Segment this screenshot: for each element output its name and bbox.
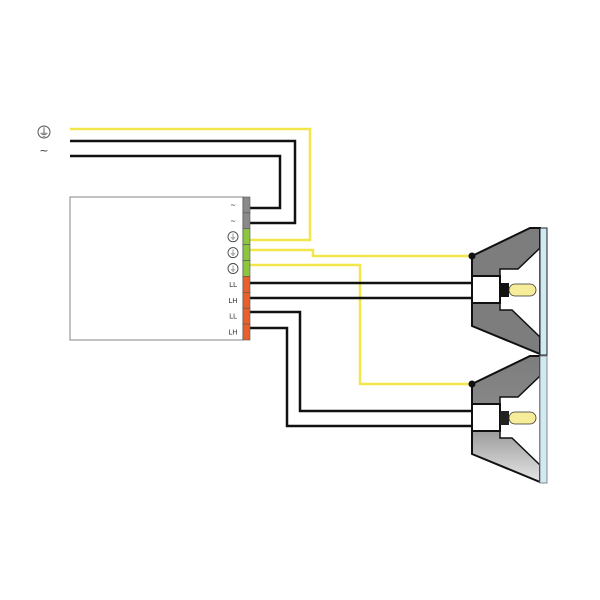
terminal-8 bbox=[242, 307, 251, 325]
terminal-label: ⏚ bbox=[230, 233, 237, 241]
bulb-icon bbox=[508, 283, 537, 297]
terminal-label: LL bbox=[229, 281, 237, 289]
glass-front bbox=[539, 355, 548, 484]
lamp-socket bbox=[471, 275, 501, 304]
bulb-base bbox=[500, 283, 509, 297]
lamp2-earth-wire bbox=[250, 263, 472, 386]
terminal-label: ⏚ bbox=[230, 249, 237, 257]
terminal-label: LL bbox=[229, 313, 237, 321]
mains-live-wire-1 bbox=[70, 139, 297, 225]
terminal-6 bbox=[242, 276, 251, 293]
lamp2-lh-wire bbox=[250, 326, 472, 428]
terminal-label: LH bbox=[228, 329, 237, 337]
terminal-label: ~ bbox=[230, 201, 236, 209]
bulb-base bbox=[500, 411, 509, 425]
mains-earth-label: ⏚ bbox=[39, 126, 50, 139]
terminal-label: LH bbox=[228, 297, 237, 305]
terminal-3 bbox=[242, 228, 251, 245]
earth-connection-dot bbox=[468, 252, 476, 260]
lamp-1 bbox=[468, 227, 548, 356]
lamp-2 bbox=[468, 355, 548, 484]
earth-icon: ⏚ bbox=[37, 125, 51, 139]
terminal-label: ⏚ bbox=[230, 265, 237, 273]
earth-connection-dot bbox=[468, 380, 476, 388]
terminal-9 bbox=[242, 323, 251, 341]
terminal-label: ~ bbox=[230, 217, 236, 225]
earth-icon bbox=[227, 231, 239, 243]
mains-phase-label: ~ bbox=[39, 144, 48, 157]
lamp-socket bbox=[471, 403, 501, 432]
terminal-2 bbox=[242, 212, 251, 230]
terminal-4 bbox=[242, 244, 251, 261]
terminal-7 bbox=[242, 292, 251, 309]
bulb-icon bbox=[508, 411, 537, 425]
terminal-strip: ~ ~ ⏚ ⏚ ⏚ LL LH LL LH bbox=[227, 196, 251, 341]
glass-front bbox=[539, 227, 548, 356]
earth-icon bbox=[227, 263, 239, 274]
led-driver-box bbox=[69, 196, 244, 341]
terminal-5 bbox=[242, 260, 251, 277]
lamp2-ll-wire bbox=[250, 310, 472, 413]
mains-earth-wire bbox=[70, 127, 312, 242]
earth-icon bbox=[227, 247, 239, 259]
lamp1-earth-wire bbox=[250, 248, 472, 258]
terminal-1 bbox=[242, 196, 251, 214]
mains-live-wire-2 bbox=[70, 154, 282, 210]
